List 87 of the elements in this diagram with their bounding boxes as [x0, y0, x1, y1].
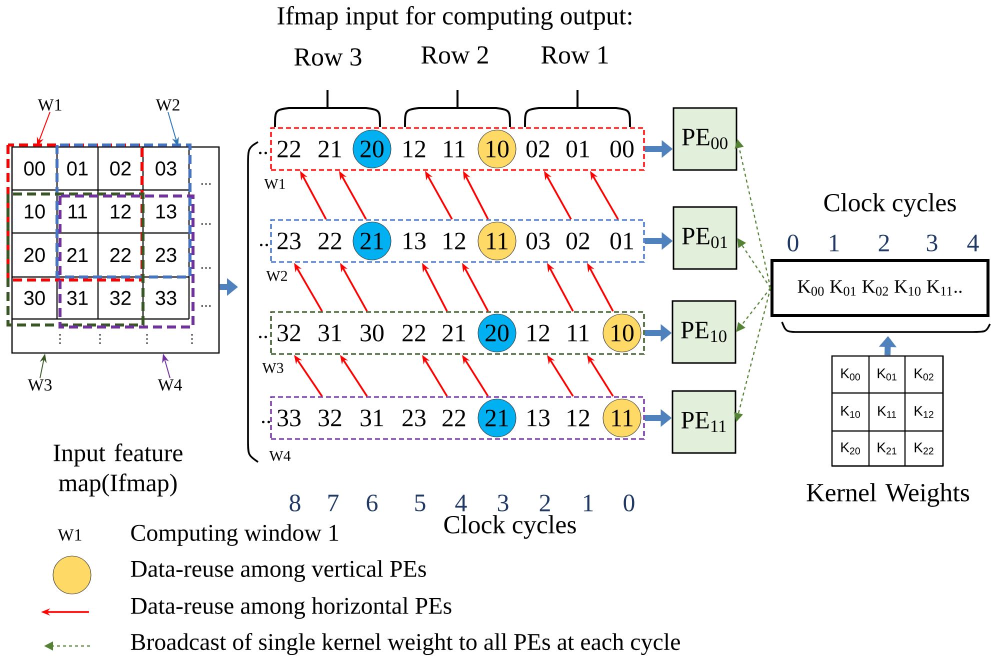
ellipsis: .. — [258, 336, 268, 338]
window-label: W1 — [58, 529, 82, 541]
node-label: 31 — [318, 324, 341, 342]
ellipsis: .. — [260, 244, 268, 246]
cycle-number: 0 — [624, 494, 634, 512]
node-label: K$_{00}$ — [841, 368, 860, 380]
node-label: 12 — [404, 140, 426, 158]
row-label: Row 2 — [421, 46, 488, 64]
ellipsis: ⋮ — [146, 334, 148, 344]
node-label: 32 — [278, 324, 300, 342]
node-label: 32 — [318, 410, 342, 426]
node-label: K$_{22}$ — [914, 442, 934, 454]
legend-text: Computing window 1 — [131, 524, 338, 546]
cycle-number: 6 — [366, 494, 378, 512]
axis-label: Clock cycles — [824, 193, 956, 217]
node-label: 02 — [526, 140, 550, 158]
node-label: 00 — [610, 140, 634, 158]
window-label: W3 — [28, 379, 52, 391]
window-label: W2 — [156, 99, 180, 111]
legend-text: Data-reuse among horizontal PEs — [130, 597, 452, 619]
axis-label: Clock cycles — [444, 515, 576, 539]
node-label: 01 — [610, 232, 633, 250]
ellipsis: ... — [201, 223, 211, 225]
node-label: K$_{11}$ — [878, 406, 896, 418]
ellipsis: ⋮ — [191, 334, 193, 344]
window-label: W1 — [264, 178, 285, 190]
node-label: 22 — [278, 140, 300, 158]
ellipsis: ⋮ — [59, 334, 61, 344]
node-label: K$_{10}$ — [841, 406, 860, 418]
node-label: 22 — [402, 324, 426, 342]
ellipsis: .. — [258, 152, 268, 154]
node-label: 01 — [566, 140, 589, 158]
window-label: W3 — [262, 362, 284, 374]
cycle-number: 4 — [455, 494, 467, 512]
node-label: 22 — [318, 232, 342, 250]
window-label: W1 — [38, 99, 62, 111]
pe-box: PE$_{10}$ — [672, 300, 736, 364]
node-label: 13 — [404, 232, 426, 250]
node-label: 30 — [360, 324, 384, 342]
node-label: 12 — [568, 410, 590, 426]
ellipsis: ... — [201, 183, 211, 185]
cycle-number: 7 — [328, 494, 339, 512]
node-label: 11 — [568, 324, 589, 342]
node-label: 02 — [566, 232, 590, 250]
window-label: W4 — [269, 450, 291, 462]
node-label: 12 — [528, 324, 550, 342]
cycle-number: 0 — [788, 234, 798, 252]
node-label: 12 — [444, 232, 466, 250]
node-label: 21 — [442, 324, 465, 342]
grid-label: Kernel Weights — [806, 483, 970, 507]
kernel-grid: K$_{00}$ K$_{01}$ K$_{02}$ K$_{10}$ K$_{11}$ K$_{12}$ K$_{20}$ K$_{21}$ K$_{22}$ — [831, 355, 944, 467]
cycle-number: 2 — [540, 494, 550, 512]
node-label: 13 — [528, 410, 550, 426]
ellipsis: ⋮ — [99, 334, 101, 344]
cycle-number: 1 — [584, 494, 593, 512]
node-label: 31 — [360, 410, 383, 426]
node-label: 22 — [442, 410, 466, 426]
node-label: 33 — [278, 410, 301, 426]
node-label: K$_{20}$ — [841, 442, 860, 454]
node-label: 11 — [444, 140, 465, 158]
pe-box: PE$_{00}$ — [672, 107, 738, 171]
dashed-arrow — [736, 288, 771, 332]
cycle-number: 5 — [415, 494, 426, 512]
node-label: 23 — [402, 410, 426, 426]
legend-text: Data-reuse among vertical PEs — [130, 560, 426, 582]
window-label: W4 — [158, 379, 182, 391]
cycle-number: 3 — [498, 494, 508, 512]
ellipsis: .. — [262, 420, 270, 424]
row-label: Row 3 — [294, 48, 362, 66]
ellipsis: ... — [201, 305, 211, 307]
map-caption: Input feature map(Ifmap) — [54, 444, 182, 496]
window-label: W2 — [266, 270, 287, 282]
legend-text: Broadcast of single kernel weight to all PEs at each cycle — [130, 632, 680, 656]
node-label: K$_{02}$ — [914, 368, 934, 380]
cycle-number: 8 — [290, 494, 300, 512]
pe-box: PE$_{01}$ — [672, 206, 738, 270]
node-label: 03 — [526, 232, 550, 250]
node-label: K$_{21}$ — [878, 442, 896, 454]
node-label: 21 — [318, 140, 341, 158]
row-label: Row 1 — [541, 46, 608, 64]
node-label: K$_{12}$ — [914, 406, 934, 418]
node-label: 23 — [278, 232, 301, 250]
node-label: K$_{01}$ — [878, 368, 896, 380]
pe-box: PE$_{11}$ — [672, 390, 736, 454]
kernel-sequence-box: K$_{00}$ K$_{01}$ K$_{02}$ K$_{10}$ K$_{11}$.. — [770, 259, 990, 317]
ellipsis: ... — [201, 267, 211, 269]
heading: Ifmap input for computing output: — [278, 6, 632, 30]
